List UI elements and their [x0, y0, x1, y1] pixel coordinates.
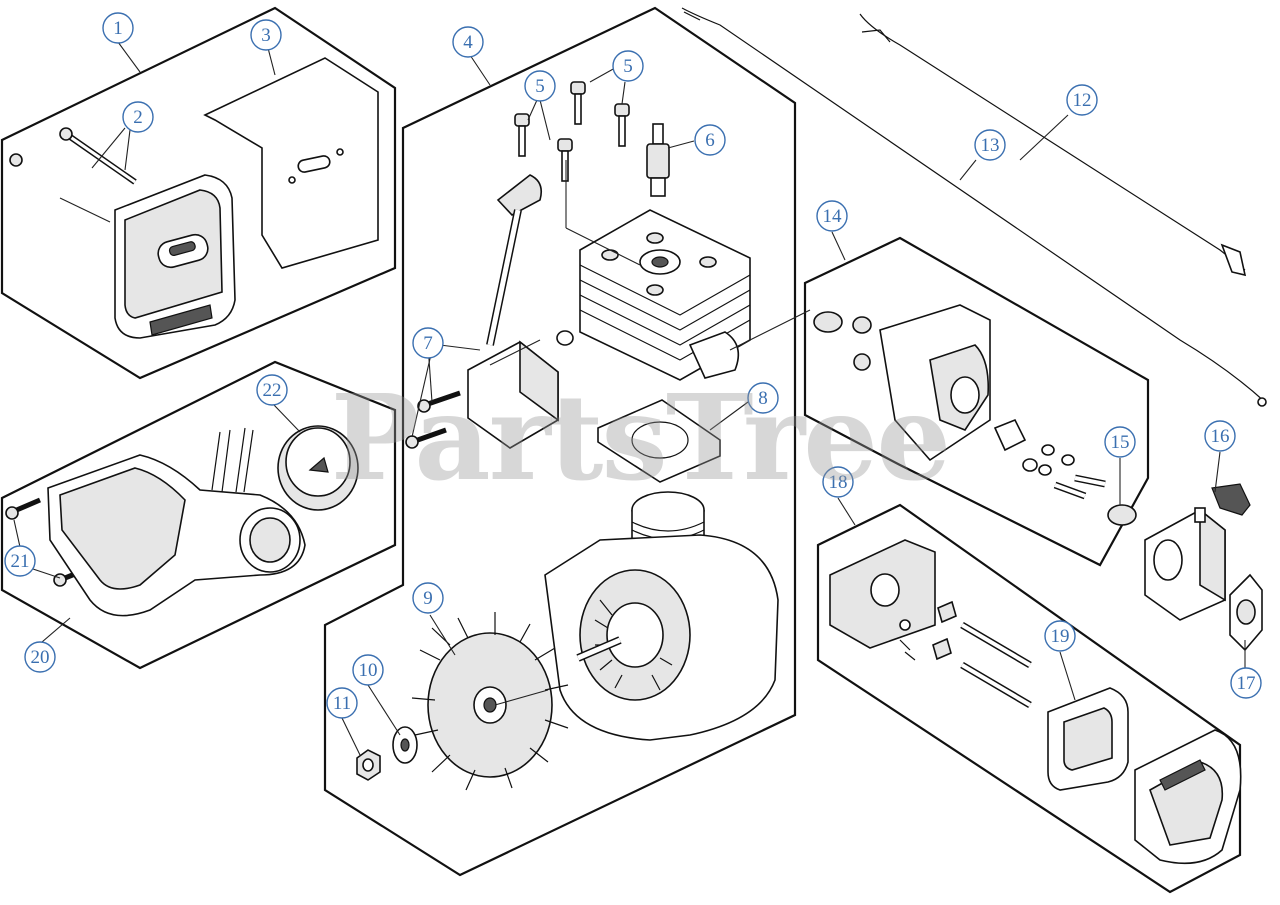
callout-3: 3: [250, 19, 282, 51]
svg-text:10: 10: [359, 660, 378, 681]
svg-text:9: 9: [423, 588, 433, 609]
svg-text:14: 14: [823, 206, 843, 227]
callout-2: 2: [122, 101, 154, 133]
callout-6: 6: [694, 124, 726, 156]
cylinder: [556, 209, 751, 381]
svg-text:5: 5: [623, 56, 633, 77]
svg-text:8: 8: [758, 388, 768, 409]
callout-13: 13: [974, 129, 1006, 161]
callout-22: 22: [256, 374, 288, 406]
throttle-cable: [859, 13, 1247, 277]
svg-text:18: 18: [829, 472, 848, 493]
air-filter-cover: [1134, 729, 1242, 865]
svg-text:5: 5: [535, 76, 545, 97]
carb-gasket: [1229, 573, 1263, 652]
svg-text:22: 22: [263, 380, 282, 401]
callout-9: 9: [412, 582, 444, 614]
leader-lines: [13, 41, 1246, 756]
callout-5-right: 5: [612, 50, 644, 82]
callout-10: 10: [352, 654, 384, 686]
muffler-bolts: [9, 127, 137, 210]
ignition-coil: [467, 174, 559, 449]
svg-text:7: 7: [423, 333, 433, 354]
air-filter-bolts: [899, 600, 1032, 709]
svg-text:21: 21: [11, 551, 30, 572]
coil-screws: [405, 390, 461, 449]
panel-intake: [0, 360, 397, 670]
svg-text:2: 2: [133, 107, 143, 128]
air-filter-base: [829, 539, 936, 649]
callout-11: 11: [326, 687, 358, 719]
svg-text:4: 4: [463, 32, 473, 53]
callout-14: 14: [816, 200, 848, 232]
svg-text:17: 17: [1237, 673, 1256, 694]
panel-muffler: [0, 6, 397, 380]
callout-20: 20: [24, 641, 56, 673]
carburetor: [1144, 483, 1251, 621]
callout-21: 21: [4, 545, 36, 577]
callout-4: 4: [452, 26, 484, 58]
flywheel-nut: [356, 749, 381, 781]
stop-cable: [681, 7, 1267, 407]
svg-text:6: 6: [705, 130, 715, 151]
callout-16: 16: [1204, 420, 1236, 452]
intake-housing: [47, 427, 306, 617]
heat-shield: [203, 57, 379, 269]
crankcase: [544, 534, 779, 741]
carb-bolts: [1022, 444, 1137, 526]
svg-text:15: 15: [1111, 432, 1130, 453]
panel-air-filter: [816, 503, 1242, 894]
svg-text:13: 13: [981, 135, 1000, 156]
callout-17: 17: [1230, 667, 1262, 699]
flywheel: [411, 612, 569, 791]
callout-15: 15: [1104, 426, 1136, 458]
svg-text:3: 3: [261, 25, 271, 46]
svg-text:16: 16: [1211, 426, 1230, 447]
panel-engine: [323, 6, 797, 877]
air-filter-element: [1047, 687, 1129, 791]
svg-text:19: 19: [1051, 626, 1070, 647]
muffler: [114, 174, 236, 339]
callout-7: 7: [412, 327, 444, 359]
svg-text:20: 20: [31, 647, 50, 668]
svg-text:12: 12: [1073, 90, 1092, 111]
callout-5-left: 5: [524, 70, 556, 102]
carb-bracket: [813, 304, 1027, 462]
cylinder-gasket: [597, 399, 721, 483]
callout-18: 18: [822, 466, 854, 498]
callout-1: 1: [102, 12, 134, 44]
washer: [392, 726, 418, 764]
spark-plug: [646, 123, 670, 197]
svg-text:11: 11: [333, 693, 351, 714]
callout-8: 8: [747, 382, 779, 414]
callout-12: 12: [1066, 84, 1098, 116]
fuel-cap: [277, 425, 359, 511]
callout-19: 19: [1044, 620, 1076, 652]
svg-text:1: 1: [113, 18, 123, 39]
